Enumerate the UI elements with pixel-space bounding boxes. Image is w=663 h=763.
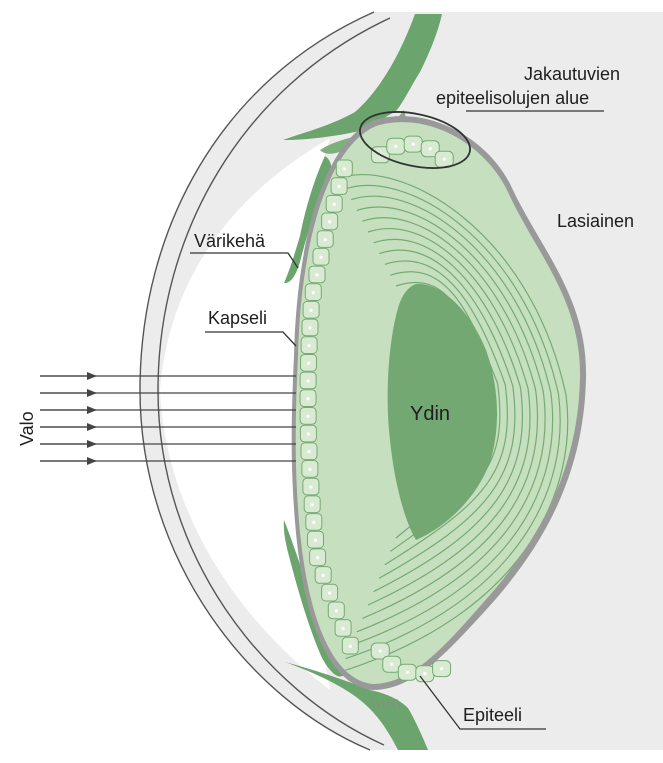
cell-nucleus-dot <box>335 609 338 612</box>
cell-nucleus-dot <box>406 671 409 674</box>
cell-nucleus-dot <box>412 143 415 146</box>
cell-nucleus-dot <box>328 220 331 223</box>
label-dividing-zone-line1: Jakautuvien <box>524 64 620 84</box>
cell-nucleus-dot <box>308 344 311 347</box>
cell-nucleus-dot <box>394 145 397 148</box>
cell-nucleus-dot <box>314 539 317 542</box>
cell-nucleus-dot <box>315 273 318 276</box>
label-light: Valo <box>17 411 37 446</box>
cell-nucleus-dot <box>319 256 322 259</box>
cell-nucleus-dot <box>312 291 315 294</box>
cell-nucleus-dot <box>307 450 310 453</box>
cell-nucleus-dot <box>440 667 443 670</box>
cell-nucleus-dot <box>307 432 310 435</box>
cell-nucleus-dot <box>379 649 382 652</box>
cell-nucleus-dot <box>316 556 319 559</box>
cell-nucleus-dot <box>342 627 345 630</box>
cell-nucleus-dot <box>333 203 336 206</box>
arrow-right-icon <box>40 376 96 461</box>
cell-nucleus-dot <box>308 326 311 329</box>
cell-nucleus-dot <box>312 521 315 524</box>
cell-nucleus-dot <box>308 468 311 471</box>
cell-nucleus-dot <box>310 309 313 312</box>
cell-nucleus-dot <box>324 238 327 241</box>
cell-nucleus-dot <box>322 574 325 577</box>
cell-nucleus-dot <box>309 486 312 489</box>
cell-nucleus-dot <box>338 185 341 188</box>
cell-nucleus-dot <box>443 158 446 161</box>
cell-nucleus-dot <box>307 415 310 418</box>
cell-nucleus-dot <box>328 592 331 595</box>
cell-nucleus-dot <box>429 147 432 150</box>
cell-nucleus-dot <box>343 167 346 170</box>
label-vitreous: Lasiainen <box>557 211 634 231</box>
label-dividing-zone-line2: epiteelisolujen alue <box>436 88 589 108</box>
cell-nucleus-dot <box>349 645 352 648</box>
cell-nucleus-dot <box>311 503 314 506</box>
cell-nucleus-dot <box>423 672 426 675</box>
cell-nucleus-dot <box>306 397 309 400</box>
label-nucleus: Ydin <box>410 403 450 425</box>
cell-nucleus-dot <box>307 362 310 365</box>
label-capsule: Kapseli <box>208 308 267 328</box>
cell-nucleus-dot <box>390 663 393 666</box>
label-epithelium: Epiteeli <box>463 705 522 725</box>
cell-nucleus-dot <box>307 379 310 382</box>
label-iris: Värikehä <box>194 231 266 251</box>
